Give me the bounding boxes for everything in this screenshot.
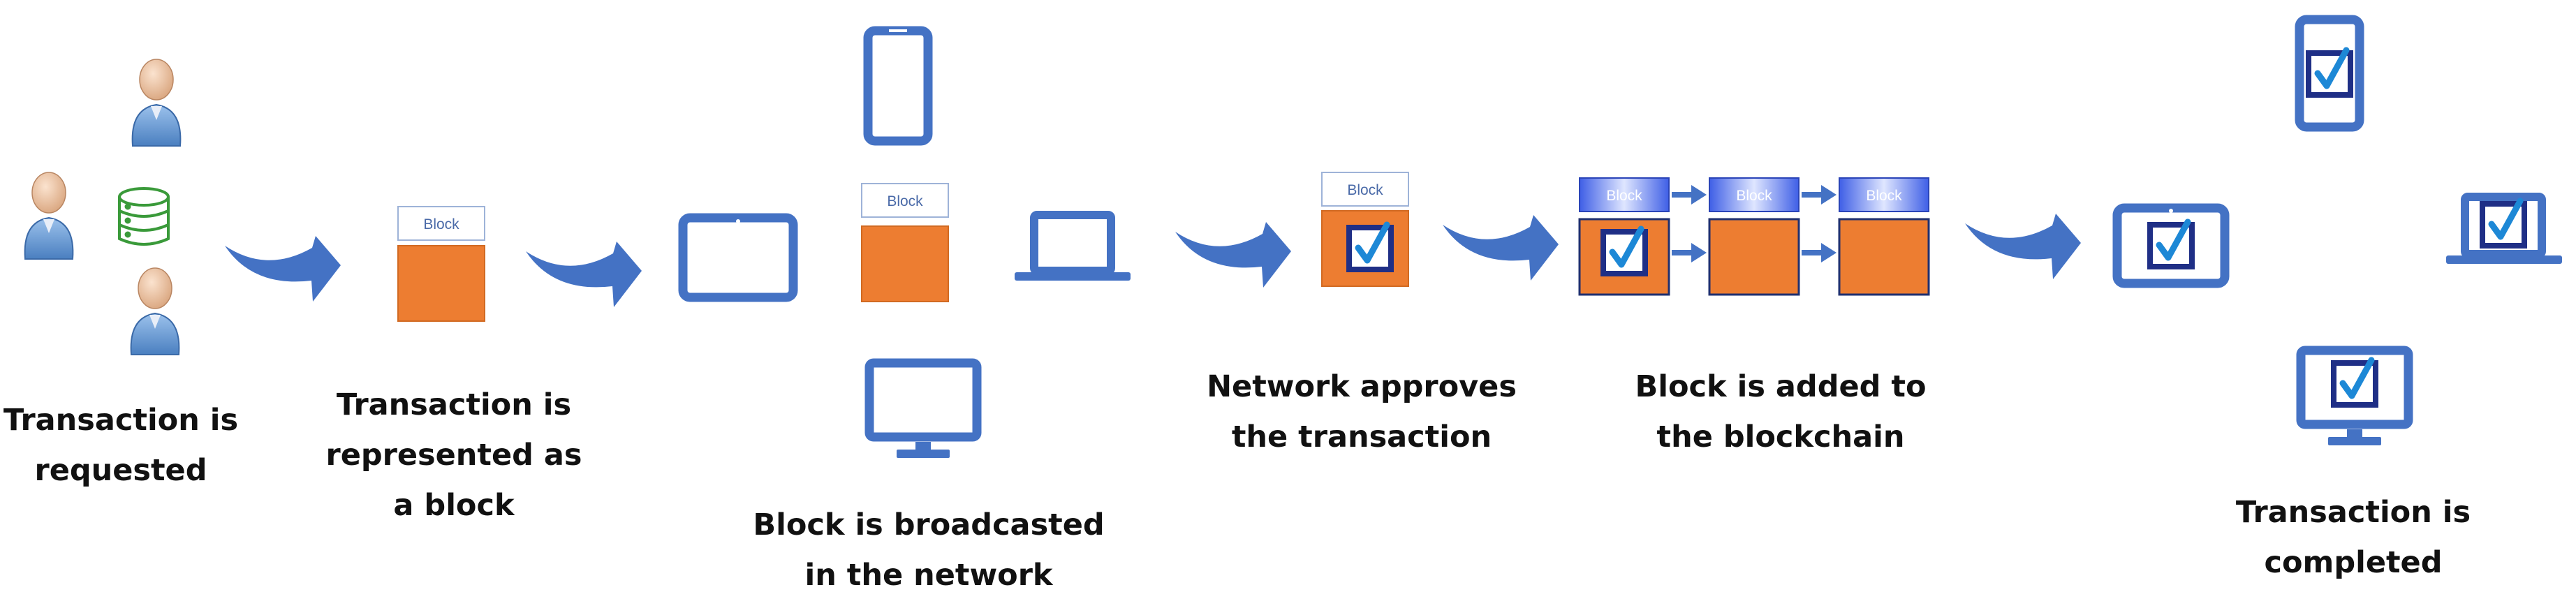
requester-group [24, 59, 182, 355]
block-label: Block [1606, 188, 1642, 204]
person-icon [24, 172, 74, 260]
checkbox-icon [2482, 201, 2524, 246]
block-label: Block [887, 193, 923, 209]
step-label-represented: Transaction is represented as a block [325, 387, 582, 523]
flow-arrow-icon [526, 242, 642, 307]
flow-arrow-icon [1443, 215, 1559, 281]
tablet-icon [678, 213, 798, 302]
checkbox-icon [2150, 222, 2192, 267]
chain-link-arrow-icon [1802, 243, 1837, 262]
block-label: Block [1736, 188, 1772, 204]
flow-arrow-icon [225, 236, 341, 302]
step-label-requested: Transaction is requested [3, 403, 239, 488]
person-icon [130, 267, 180, 355]
monitor-icon [864, 358, 982, 458]
block-label: Block [1866, 188, 1902, 204]
laptop-icon [1015, 211, 1131, 281]
approved-block-icon: Block [1321, 172, 1409, 287]
checkbox-icon [2334, 360, 2376, 405]
checkbox-icon [2309, 50, 2350, 95]
checkbox-icon [1349, 225, 1391, 269]
block-icon: Block [397, 206, 485, 322]
step-label-broadcasted: Block is broadcasted in the network [753, 507, 1105, 593]
monitor-icon [2296, 346, 2413, 445]
block-label: Block [1347, 182, 1383, 198]
database-icon [118, 187, 170, 246]
block-icon: Block [861, 183, 949, 302]
flow-arrow-icon [1175, 222, 1291, 288]
laptop-icon [2446, 193, 2562, 264]
chain-link-arrow-icon [1672, 185, 1707, 205]
chain-link-arrow-icon [1672, 243, 1707, 262]
flow-arrow-icon [1965, 214, 2081, 279]
checkbox-icon [1603, 229, 1645, 274]
tablet-icon [2112, 203, 2230, 288]
block-label: Block [423, 216, 459, 232]
step-label-added: Block is added to the blockchain [1635, 369, 1927, 454]
chain-link-arrow-icon [1802, 185, 1837, 205]
step-label-approves: Network approves the transaction [1207, 369, 1517, 454]
step-label-completed: Transaction is completed [2235, 495, 2471, 580]
blockchain-icon: Block Block Block [1578, 177, 1930, 296]
phone-icon [2295, 15, 2364, 132]
person-icon [131, 59, 182, 147]
phone-icon [863, 26, 933, 146]
